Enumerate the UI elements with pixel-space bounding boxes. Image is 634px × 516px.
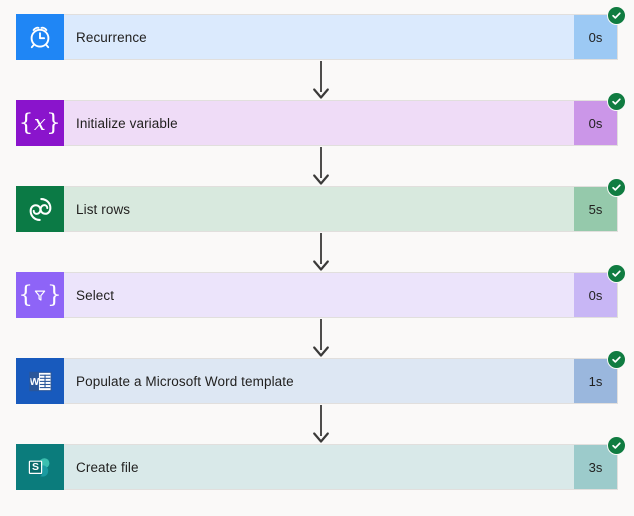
status-badge-succeeded xyxy=(607,436,626,455)
action-title-area: Populate a Microsoft Word template xyxy=(64,359,574,403)
action-title-area: Create file xyxy=(64,445,574,489)
action-card-body[interactable]: Recurrence 0s xyxy=(64,6,626,60)
check-icon xyxy=(611,268,622,279)
action-title: Initialize variable xyxy=(76,115,178,131)
action-icon-tile xyxy=(16,14,64,60)
check-icon xyxy=(611,10,622,21)
action-icon-tile: W xyxy=(16,358,64,404)
action-title: Create file xyxy=(76,459,139,475)
action-icon-tile: S xyxy=(16,444,64,490)
microsoft-word-icon: W xyxy=(27,368,54,395)
status-badge-succeeded xyxy=(607,264,626,283)
sharepoint-icon: S xyxy=(26,453,54,481)
action-title-area: Recurrence xyxy=(64,15,574,59)
action-title-area: Select xyxy=(64,273,574,317)
action-title-area: List rows xyxy=(64,187,574,231)
variable-braces-x-icon: {x} xyxy=(18,109,62,136)
action-title: Populate a Microsoft Word template xyxy=(76,373,294,389)
check-icon xyxy=(611,182,622,193)
status-badge-succeeded xyxy=(607,178,626,197)
dataverse-swirl-icon xyxy=(26,195,55,224)
connector-arrow xyxy=(310,233,332,272)
action-title-area: Initialize variable xyxy=(64,101,574,145)
action-title: Recurrence xyxy=(76,29,147,45)
action-icon-tile: {} xyxy=(16,272,64,318)
status-badge-succeeded xyxy=(607,92,626,111)
action-icon-tile xyxy=(16,186,64,232)
check-icon xyxy=(611,354,622,365)
select-funnel-braces-icon: {} xyxy=(18,281,62,308)
svg-text:W: W xyxy=(29,376,39,387)
alarm-clock-icon xyxy=(26,23,54,51)
action-title: Select xyxy=(76,287,115,303)
status-badge-succeeded xyxy=(607,350,626,369)
connector-arrow xyxy=(310,147,332,186)
svg-text:S: S xyxy=(32,461,39,473)
check-icon xyxy=(611,96,622,107)
flow-action-card[interactable]: Recurrence 0s xyxy=(16,6,626,60)
connector-arrow xyxy=(310,405,332,444)
action-title: List rows xyxy=(76,201,131,217)
connector-arrow xyxy=(310,319,332,358)
check-icon xyxy=(611,440,622,451)
action-icon-tile: {x} xyxy=(16,100,64,146)
action-duration: 0s xyxy=(574,15,617,59)
status-badge-succeeded xyxy=(607,6,626,25)
connector-arrow xyxy=(310,61,332,100)
